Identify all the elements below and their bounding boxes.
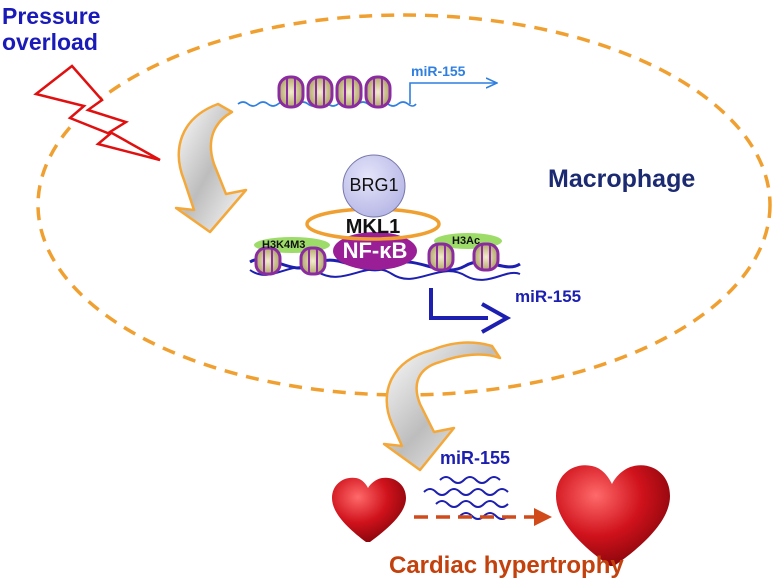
cardiac-hypertrophy-label: Cardiac hypertrophy	[389, 552, 624, 579]
mir155-middle-label: miR-155	[515, 287, 582, 306]
nucleosome	[254, 246, 282, 276]
nucleosome	[472, 242, 500, 272]
tss-arrow-top	[409, 83, 496, 104]
large-heart-icon	[556, 465, 670, 566]
tss-arrow-middle	[429, 288, 488, 320]
nucleosome	[299, 246, 327, 276]
curved-arrow-lower	[382, 341, 502, 472]
brg1-circle	[342, 154, 406, 218]
mkl1-label: MKL1	[345, 216, 401, 238]
nucleosome	[427, 242, 455, 272]
nfkb-label: NF-κB	[342, 238, 408, 263]
dna-strand-middle-2	[249, 266, 521, 281]
lightning-bolt-icon	[33, 64, 161, 162]
brg1-label: BRG1	[349, 175, 399, 195]
curved-arrow-upper	[174, 102, 248, 234]
pressure-overload-label: Pressure overload	[2, 3, 152, 55]
nucleosome	[364, 75, 392, 109]
mir155-strands	[423, 476, 509, 520]
nucleosome	[306, 75, 334, 109]
macrophage-label: Macrophage	[548, 165, 696, 193]
nucleosome	[277, 75, 305, 109]
macrophage-membrane	[36, 13, 772, 397]
small-heart-icon	[332, 477, 406, 542]
progression-arrowhead	[534, 508, 552, 526]
tss-arrowhead-middle	[481, 302, 512, 334]
mir155-top-label: miR-155	[411, 63, 466, 79]
nucleosome-row-top	[277, 75, 392, 109]
nucleosome	[335, 75, 363, 109]
nfkb-oval	[333, 232, 417, 270]
pressure-overload-line2: overload	[2, 29, 98, 55]
mir155-bottom-label: miR-155	[440, 448, 511, 468]
h3k4m3-label: H3K4M3	[262, 239, 306, 251]
pressure-overload-line1: Pressure	[2, 3, 101, 29]
h3ac-label: H3Ac	[452, 235, 481, 247]
